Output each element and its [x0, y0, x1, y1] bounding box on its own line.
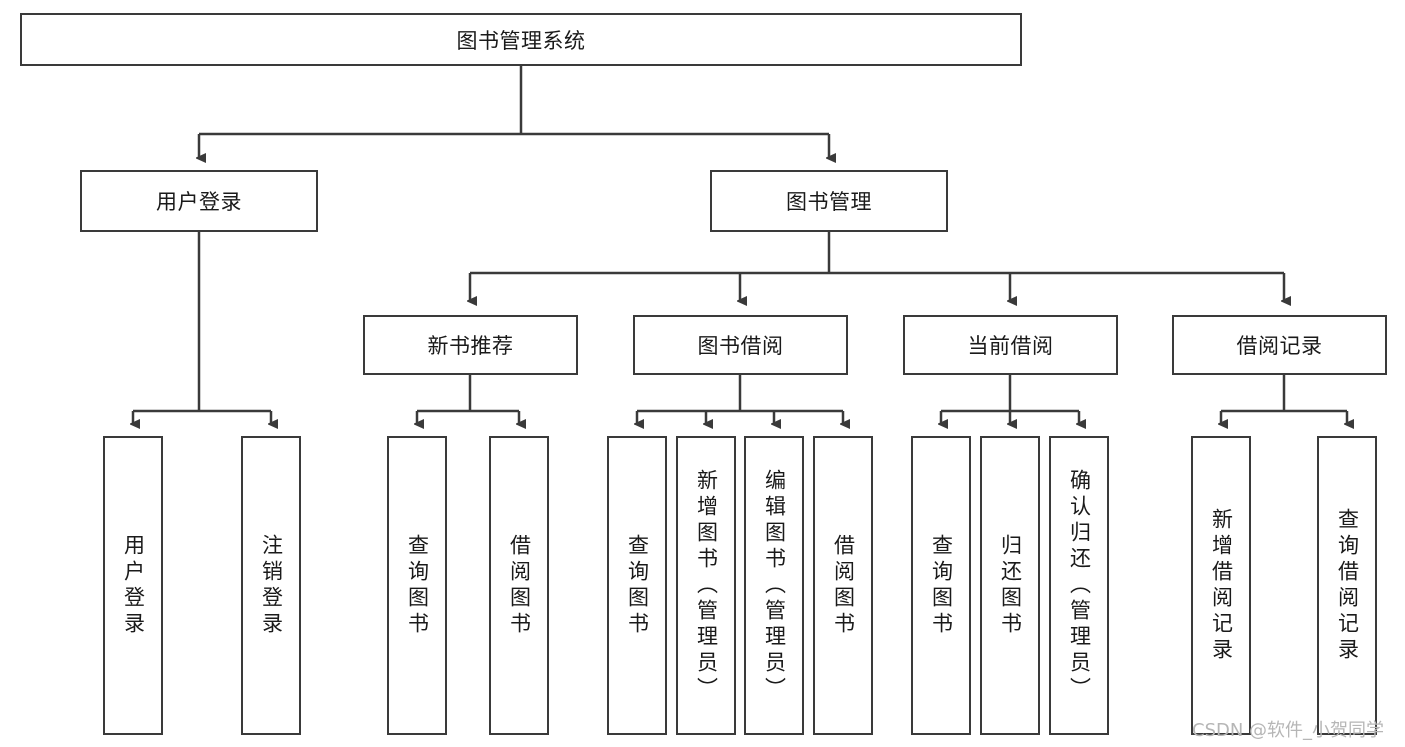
leaf-borrow-book-1-label: 借阅图书: [507, 533, 532, 638]
leaf-query-book-1[interactable]: 查询图书: [387, 436, 447, 735]
leaf-borrow-book-2-label: 借阅图书: [831, 533, 856, 638]
leaf-add-record-label: 新增借阅记录: [1209, 507, 1234, 664]
leaf-add-record[interactable]: 新增借阅记录: [1191, 436, 1251, 735]
node-user-login[interactable]: 用户登录: [80, 170, 318, 232]
node-book-borrow[interactable]: 图书借阅: [633, 315, 848, 375]
leaf-edit-book-label: 编辑图书（管理员）: [762, 468, 787, 703]
leaf-confirm-return-label: 确认归还（管理员）: [1067, 468, 1092, 703]
leaf-return-book[interactable]: 归还图书: [980, 436, 1040, 735]
leaf-borrow-book-1[interactable]: 借阅图书: [489, 436, 549, 735]
leaf-query-book-1-label: 查询图书: [405, 533, 430, 638]
leaf-confirm-return[interactable]: 确认归还（管理员）: [1049, 436, 1109, 735]
node-borrow-record-label: 借阅记录: [1236, 334, 1323, 358]
node-new-book-rec[interactable]: 新书推荐: [363, 315, 578, 375]
node-current-borrow[interactable]: 当前借阅: [903, 315, 1118, 375]
leaf-edit-book[interactable]: 编辑图书（管理员）: [744, 436, 804, 735]
node-current-borrow-label: 当前借阅: [967, 334, 1054, 358]
leaf-logout-label: 注销登录: [259, 533, 284, 638]
node-borrow-record[interactable]: 借阅记录: [1172, 315, 1387, 375]
leaf-query-book-3-label: 查询图书: [929, 533, 954, 638]
leaf-logout[interactable]: 注销登录: [241, 436, 301, 735]
leaf-add-book-label: 新增图书（管理员）: [694, 468, 719, 703]
leaf-query-book-3[interactable]: 查询图书: [911, 436, 971, 735]
leaf-query-record-label: 查询借阅记录: [1335, 507, 1360, 664]
node-root[interactable]: 图书管理系统: [20, 13, 1022, 66]
leaf-user-login-label: 用户登录: [121, 533, 146, 638]
node-book-borrow-label: 图书借阅: [697, 334, 784, 358]
node-book-manage-label: 图书管理: [786, 190, 872, 214]
node-root-label: 图书管理系统: [456, 28, 586, 53]
leaf-return-book-label: 归还图书: [998, 533, 1023, 638]
leaf-query-book-2-label: 查询图书: [625, 533, 650, 638]
leaf-borrow-book-2[interactable]: 借阅图书: [813, 436, 873, 735]
leaf-query-book-2[interactable]: 查询图书: [607, 436, 667, 735]
node-user-login-label: 用户登录: [156, 190, 242, 214]
leaf-query-record[interactable]: 查询借阅记录: [1317, 436, 1377, 735]
node-book-manage[interactable]: 图书管理: [710, 170, 948, 232]
node-new-book-rec-label: 新书推荐: [427, 334, 514, 358]
leaf-user-login[interactable]: 用户登录: [103, 436, 163, 735]
leaf-add-book[interactable]: 新增图书（管理员）: [676, 436, 736, 735]
